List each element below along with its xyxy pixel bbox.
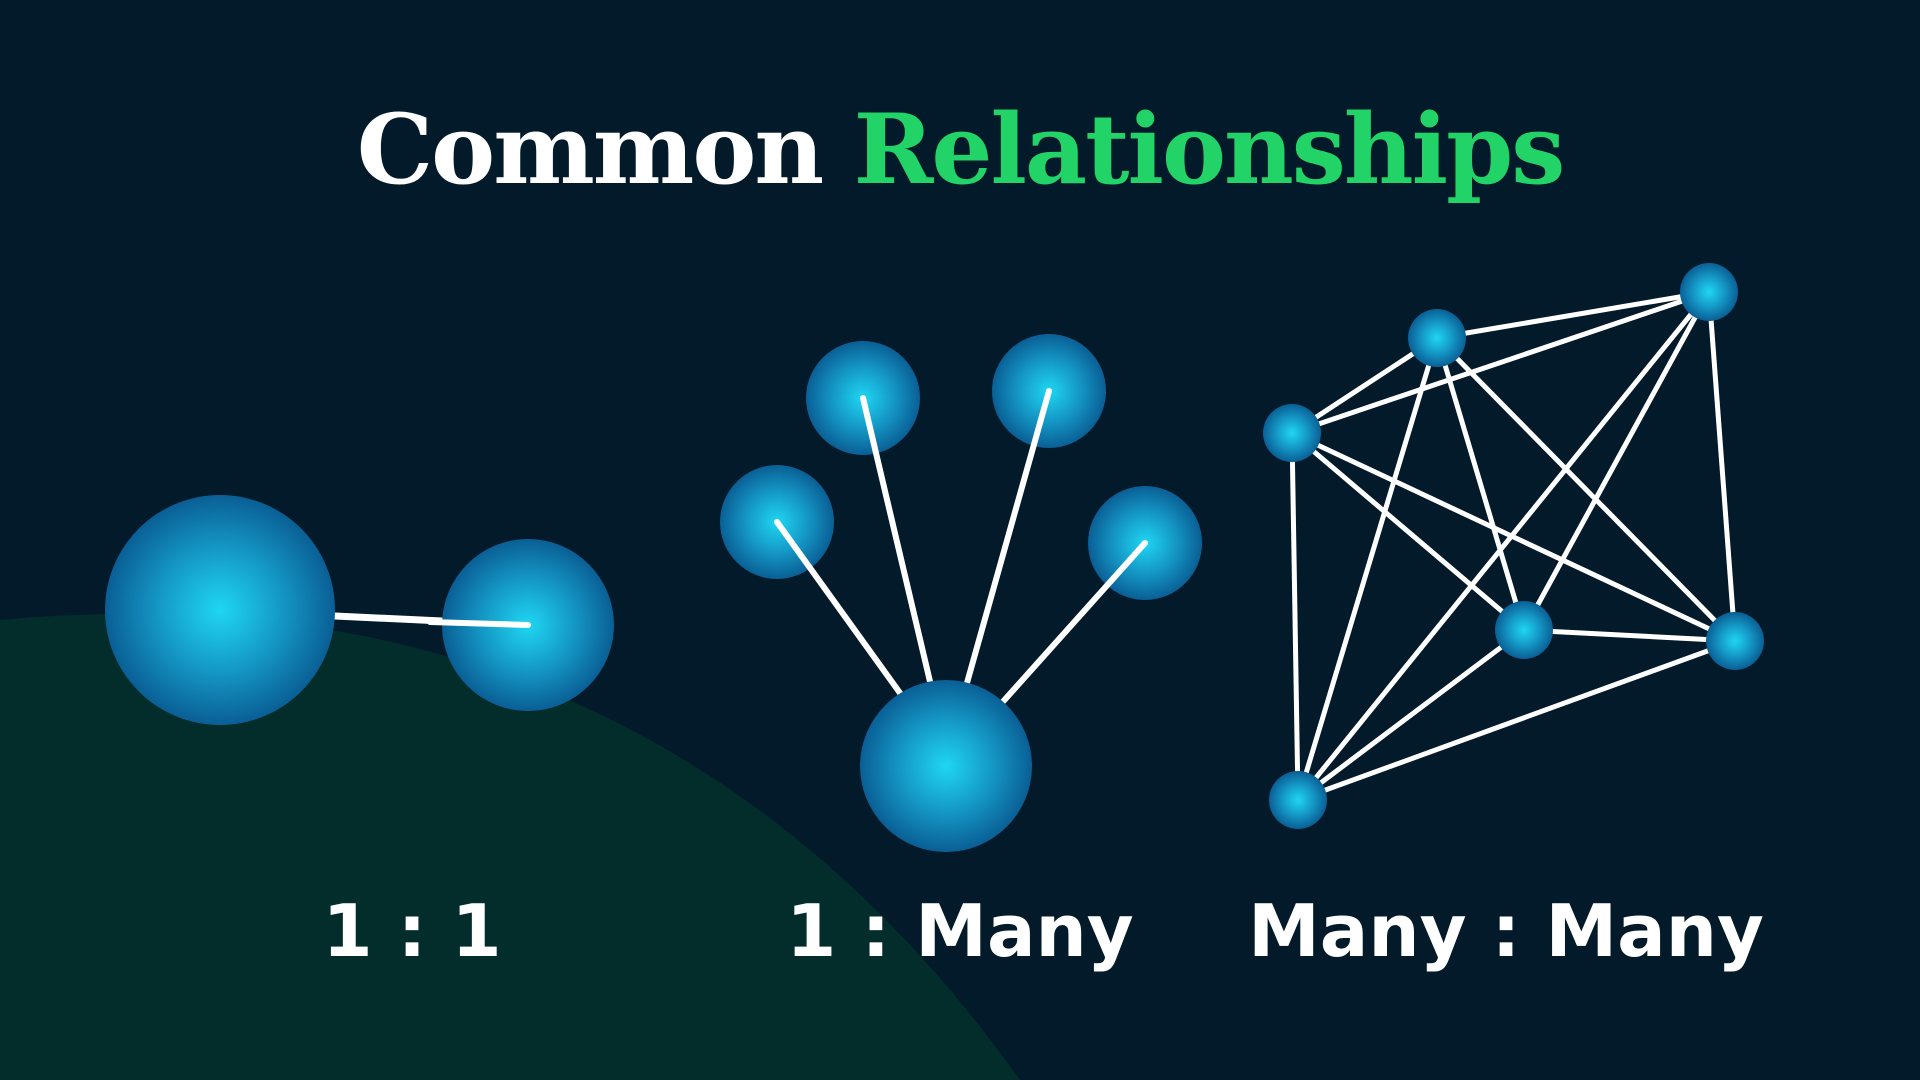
link (1434, 289, 1712, 341)
link (1289, 430, 1301, 803)
link (962, 388, 1052, 693)
link (1434, 335, 1738, 644)
one-to-one-diagram (105, 495, 614, 725)
link (1289, 289, 1712, 436)
link (1521, 289, 1712, 633)
node (1495, 601, 1553, 659)
node (1680, 263, 1738, 321)
page-title: Common Relationships (0, 102, 1920, 198)
link (1521, 627, 1738, 644)
node (1263, 404, 1321, 462)
label-many-to-many: Many : Many (1248, 889, 1764, 973)
link (1706, 289, 1738, 644)
label-one-to-many: 1 : Many (786, 889, 1134, 973)
link (1295, 335, 1440, 803)
one-to-many-diagram (720, 334, 1202, 852)
title-word-common: Common (356, 93, 824, 206)
link (860, 395, 935, 693)
link (1295, 627, 1527, 803)
link (774, 519, 908, 703)
link (1434, 335, 1527, 633)
link (1295, 638, 1738, 803)
title-word-relationships: Relationships (853, 93, 1566, 206)
many-to-many-diagram (1263, 263, 1764, 829)
node (1408, 309, 1466, 367)
link (1289, 430, 1527, 633)
node-hub (860, 680, 1032, 852)
node (1706, 612, 1764, 670)
link (1295, 289, 1712, 803)
label-one-to-one: 1 : 1 (322, 889, 502, 973)
link (1289, 430, 1738, 644)
background-arc (0, 613, 1020, 1080)
link (997, 540, 1148, 708)
node (1269, 771, 1327, 829)
node-large (105, 495, 335, 725)
link-overlay (427, 619, 531, 628)
